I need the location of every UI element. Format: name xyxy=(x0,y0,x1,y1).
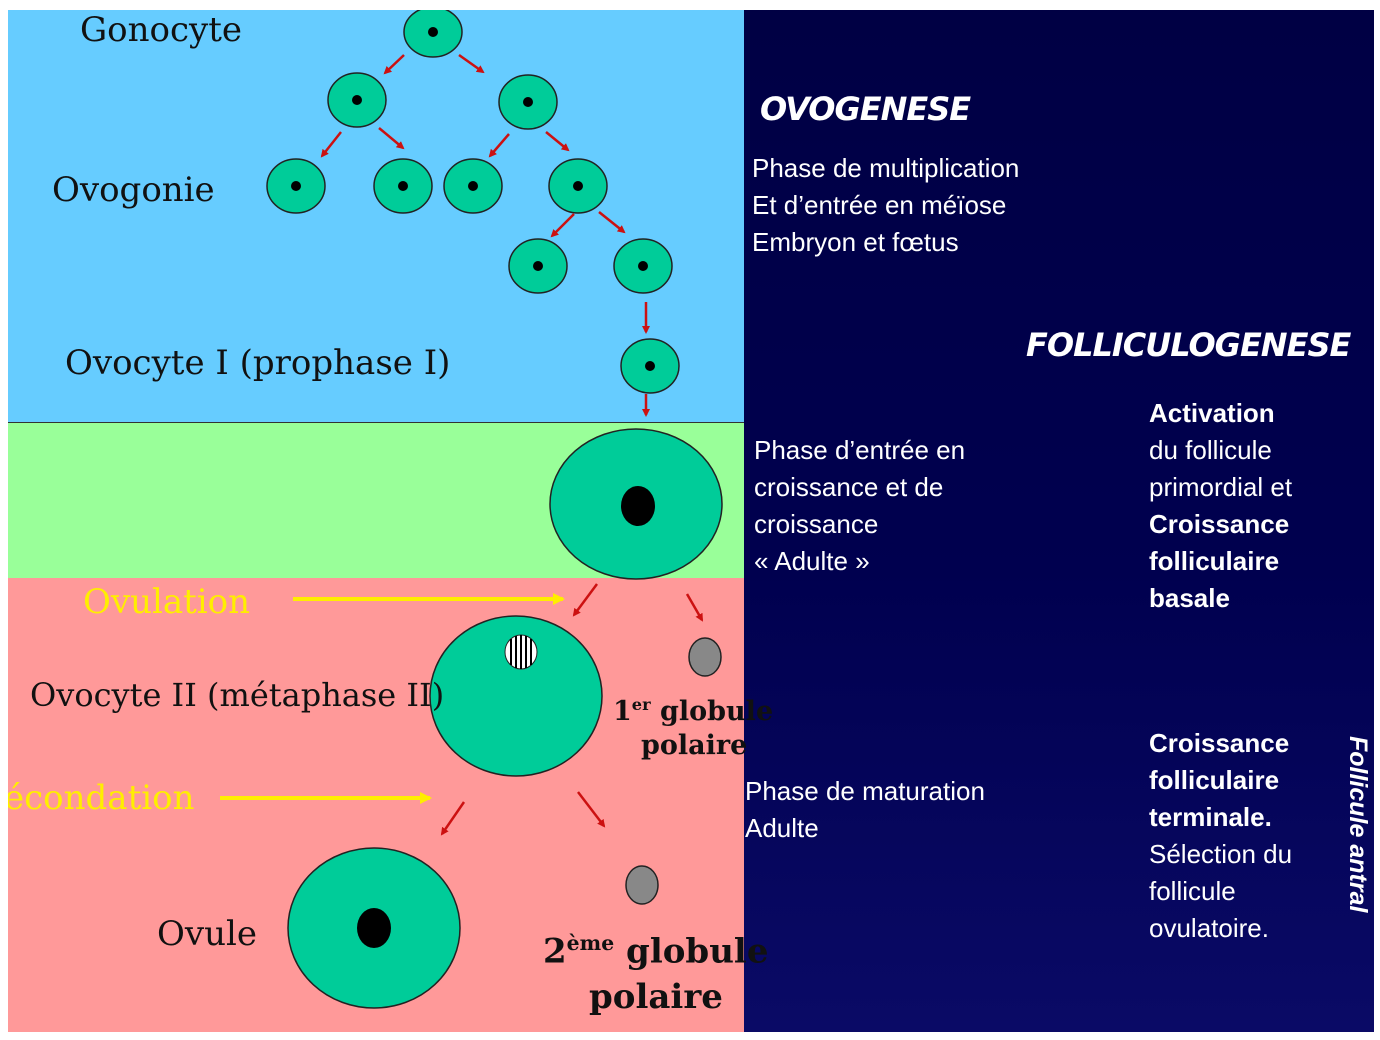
follicule-antral-label: Follicule antral xyxy=(1344,736,1372,913)
ovogonie-cell xyxy=(548,158,608,214)
fecondation-label: écondation xyxy=(8,778,195,818)
ovogonie-cell xyxy=(613,238,673,294)
division-arrows xyxy=(320,53,704,836)
ovogonie-cell xyxy=(373,158,433,214)
event-arrows xyxy=(220,593,565,804)
second-polar-body xyxy=(625,865,659,905)
slide: Gonocyte Ovogonie Ovocyte I (prophase I)… xyxy=(8,10,1374,1032)
ovogonie-cell xyxy=(266,158,326,214)
description-panel xyxy=(744,10,1374,1032)
ovogonie-cell xyxy=(508,238,568,294)
ovocyte-i-cell xyxy=(620,338,680,394)
terminale-description: Croissance folliculaire terminale. Sélec… xyxy=(1149,728,1293,943)
ovule-label: Ovule xyxy=(157,914,257,954)
ovocyte-ii-cell xyxy=(429,615,603,777)
folliculogenese-title: FOLLICULOGENESE xyxy=(1026,326,1351,364)
ovogonie-cell xyxy=(327,72,387,128)
gonocyte-cell xyxy=(403,10,463,58)
first-polar-body xyxy=(688,637,722,677)
first-polar-body-label: 1er globule polaire xyxy=(613,695,774,761)
ovocyte-ii-label: Ovocyte II (métaphase II) xyxy=(30,676,445,714)
gonocyte-label: Gonocyte xyxy=(80,10,243,50)
growing-oocyte xyxy=(549,428,723,580)
ovogenese-title: OVOGENESE xyxy=(760,90,971,128)
second-polar-body-label: 2ème globule polaire xyxy=(543,931,769,1018)
ovulation-label: Ovulation xyxy=(83,582,251,622)
maturation-description: Phase de maturation Adulte xyxy=(745,776,985,843)
ovogenese-description: Phase de multiplication Et d’entrée en m… xyxy=(752,153,1020,257)
ovogonie-cell xyxy=(498,74,558,130)
ovogonie-label: Ovogonie xyxy=(52,170,215,210)
ovule-cell xyxy=(287,847,461,1009)
ovocyte-i-label: Ovocyte I (prophase I) xyxy=(65,343,451,383)
lineage-diagram xyxy=(220,10,723,1009)
ovogonie-cell xyxy=(443,158,503,214)
activation-description: Activation du follicule primordial et Cr… xyxy=(1149,398,1293,613)
croissance-description: Phase d’entrée en croissance et de crois… xyxy=(754,435,966,576)
